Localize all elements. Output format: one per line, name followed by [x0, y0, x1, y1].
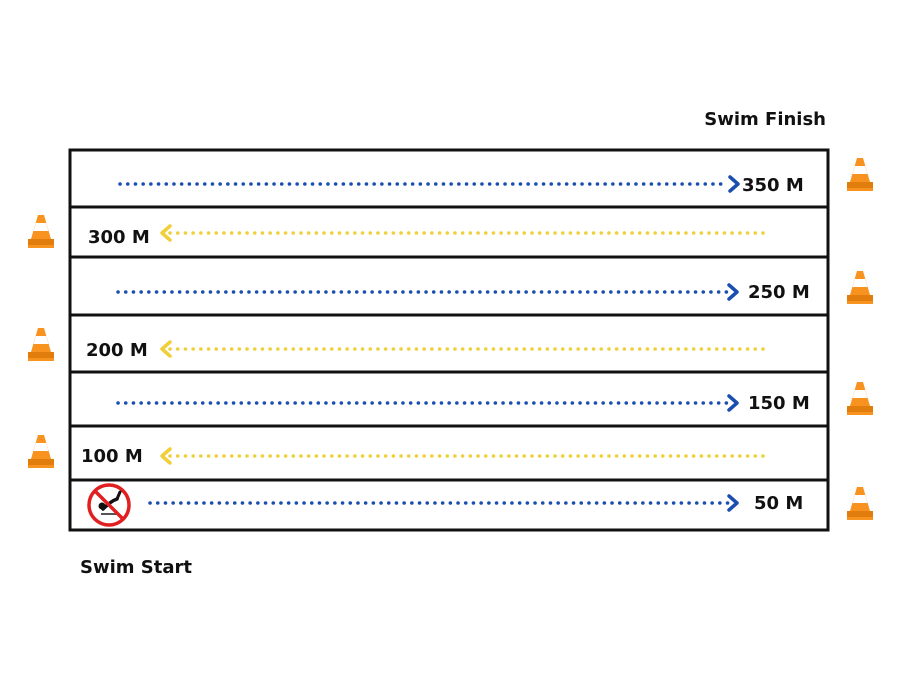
swim-finish-label: Swim Finish	[704, 109, 826, 130]
traffic-cone-icon	[847, 382, 873, 415]
lane-250m: 250 M	[116, 282, 810, 303]
lane-50m: 50 M	[87, 483, 803, 527]
arrow-left-icon	[160, 224, 172, 242]
distance-label: 350 M	[742, 175, 804, 196]
distance-label: 250 M	[748, 282, 810, 303]
distance-label: 150 M	[748, 393, 810, 414]
lane-150m: 150 M	[116, 393, 810, 414]
arrow-left-icon	[160, 447, 172, 465]
arrow-right-icon	[727, 494, 739, 512]
traffic-cone-icon	[28, 215, 54, 248]
swim-start-label: Swim Start	[80, 557, 192, 578]
distance-label: 50 M	[754, 493, 803, 514]
distance-label: 300 M	[88, 227, 150, 248]
cones	[28, 158, 873, 520]
lane-350m: 350 M	[118, 175, 804, 196]
arrow-left-icon	[160, 340, 172, 358]
arrow-right-icon	[727, 283, 739, 301]
arrow-right-icon	[728, 175, 740, 193]
pool-lanes	[68, 148, 830, 532]
arrow-right-icon	[727, 394, 739, 412]
traffic-cone-icon	[847, 158, 873, 191]
traffic-cone-icon	[28, 435, 54, 468]
lane-200m: 200 M	[86, 340, 767, 361]
lane-300m: 300 M	[88, 224, 770, 248]
distance-label: 200 M	[86, 340, 148, 361]
no-diving-icon	[87, 483, 131, 527]
lane-100m: 100 M	[81, 446, 770, 467]
traffic-cone-icon	[847, 271, 873, 304]
pool-outline	[68, 148, 830, 532]
traffic-cone-icon	[28, 328, 54, 361]
traffic-cone-icon	[847, 487, 873, 520]
distance-label: 100 M	[81, 446, 143, 467]
